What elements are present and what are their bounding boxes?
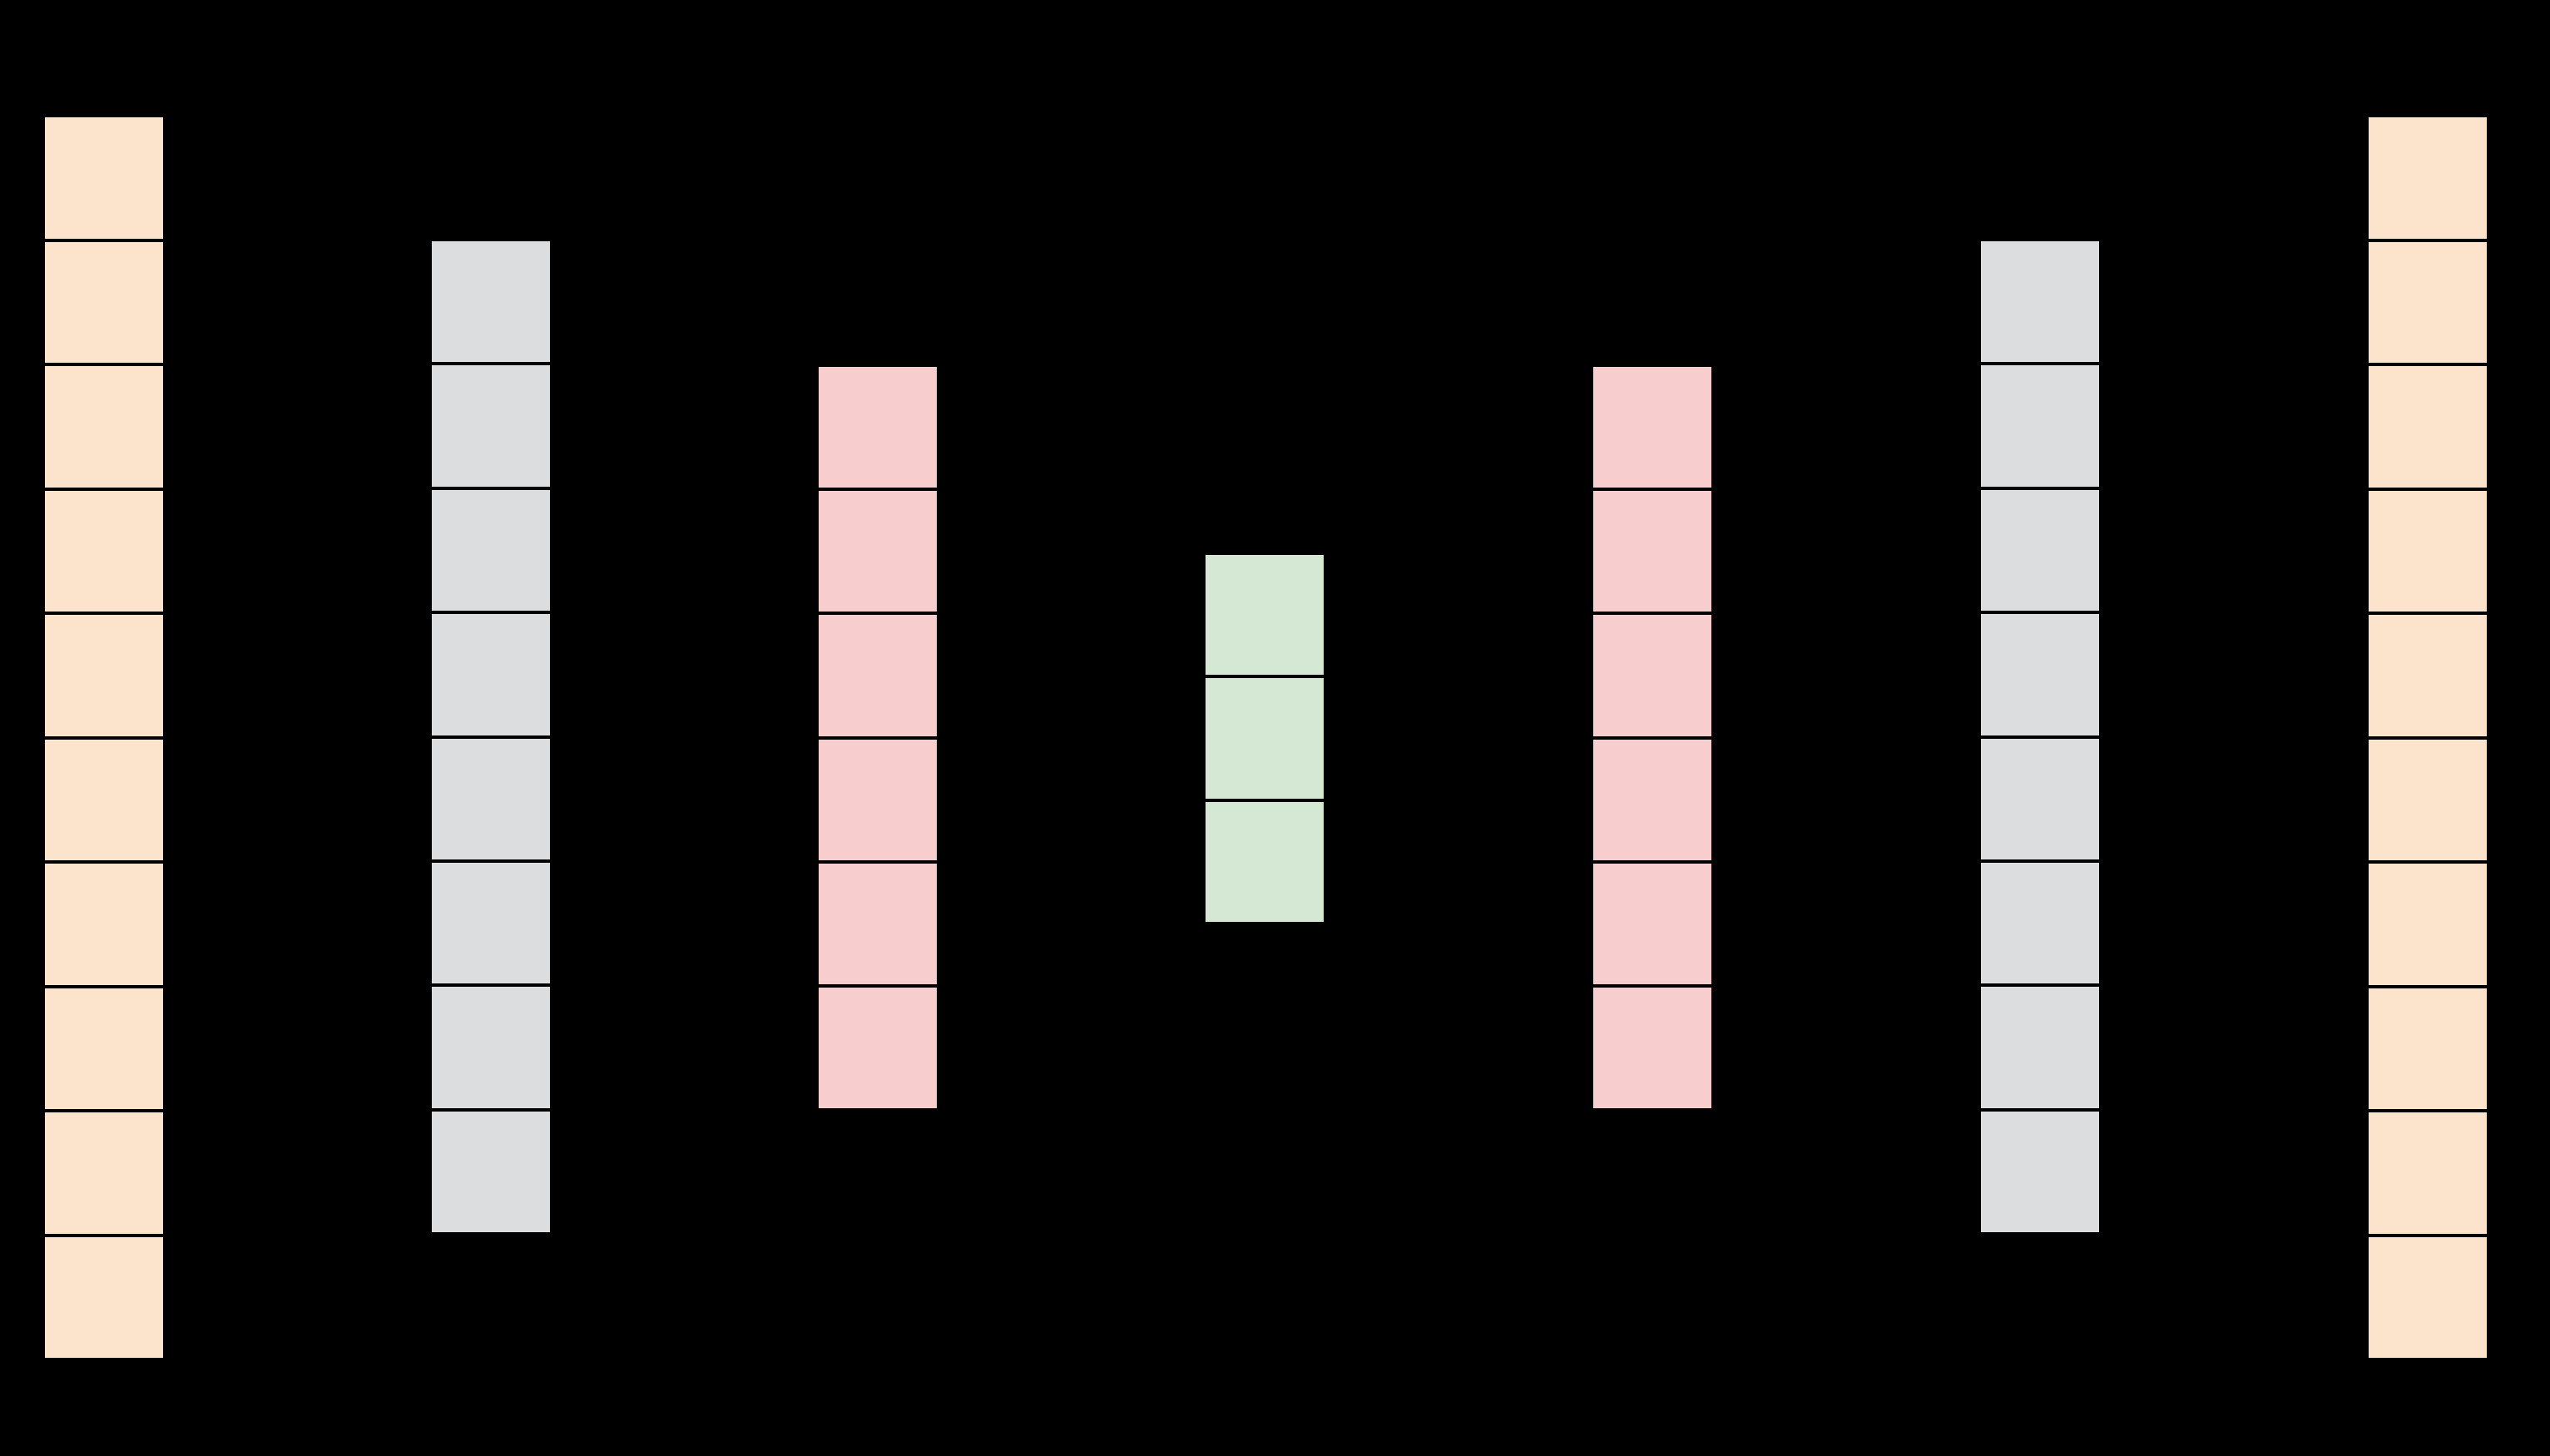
bar-segment[interactable] bbox=[43, 240, 165, 364]
bar-segment[interactable] bbox=[430, 612, 552, 737]
bar-segment[interactable] bbox=[1204, 800, 1325, 924]
bar-segment[interactable] bbox=[430, 985, 552, 1110]
bar-segment[interactable] bbox=[2367, 862, 2488, 987]
bar-segment[interactable] bbox=[430, 488, 552, 613]
bar-segment[interactable] bbox=[430, 240, 552, 364]
bar-segment[interactable] bbox=[1979, 364, 2101, 488]
bar-segment[interactable] bbox=[430, 736, 552, 861]
bar-segment[interactable] bbox=[1592, 861, 1713, 986]
bar-segment[interactable] bbox=[1204, 676, 1325, 800]
bar-segment[interactable] bbox=[43, 613, 165, 738]
bar-segment[interactable] bbox=[1979, 1109, 2101, 1234]
bar-segment[interactable] bbox=[43, 488, 165, 613]
bar-segment[interactable] bbox=[2367, 1235, 2488, 1359]
bar-segment[interactable] bbox=[2367, 488, 2488, 613]
bar-segment[interactable] bbox=[1979, 488, 2101, 613]
bar-segment[interactable] bbox=[43, 862, 165, 987]
bar-segment[interactable] bbox=[1592, 365, 1713, 490]
bar-segment[interactable] bbox=[817, 861, 938, 986]
bar-segment[interactable] bbox=[2367, 364, 2488, 489]
bar-segment[interactable] bbox=[1979, 860, 2101, 986]
bar-segment[interactable] bbox=[1592, 985, 1713, 1111]
bar-segment[interactable] bbox=[1979, 240, 2101, 364]
bar-segment[interactable] bbox=[43, 986, 165, 1111]
bar-segment[interactable] bbox=[2367, 1111, 2488, 1236]
bar-segment[interactable] bbox=[43, 364, 165, 489]
bar-segment[interactable] bbox=[2367, 613, 2488, 738]
bar-segment[interactable] bbox=[1592, 737, 1713, 862]
bar-column[interactable] bbox=[1592, 365, 1713, 1111]
bar-segment[interactable] bbox=[817, 489, 938, 614]
bar-segment[interactable] bbox=[43, 737, 165, 862]
bar-column[interactable] bbox=[43, 116, 165, 1359]
bar-segment[interactable] bbox=[430, 860, 552, 986]
bar-segment[interactable] bbox=[43, 116, 165, 240]
bar-column[interactable] bbox=[817, 365, 938, 1111]
bar-segment[interactable] bbox=[430, 364, 552, 488]
bar-segment[interactable] bbox=[817, 737, 938, 862]
bar-column[interactable] bbox=[1979, 240, 2101, 1234]
bar-column[interactable] bbox=[2367, 116, 2488, 1359]
bar-segment[interactable] bbox=[1979, 736, 2101, 861]
bar-segment[interactable] bbox=[1592, 613, 1713, 738]
bar-segment[interactable] bbox=[2367, 240, 2488, 364]
bar-segment[interactable] bbox=[817, 365, 938, 490]
bar-column[interactable] bbox=[430, 240, 552, 1234]
bar-segment[interactable] bbox=[43, 1111, 165, 1236]
bar-segment[interactable] bbox=[2367, 737, 2488, 862]
bar-segment[interactable] bbox=[1979, 612, 2101, 737]
bar-segment[interactable] bbox=[2367, 986, 2488, 1111]
bar-segment[interactable] bbox=[817, 613, 938, 738]
bar-segment[interactable] bbox=[1979, 985, 2101, 1110]
bar-segment[interactable] bbox=[430, 1109, 552, 1234]
bar-segment[interactable] bbox=[817, 985, 938, 1111]
bar-segment[interactable] bbox=[1204, 553, 1325, 677]
bar-segment[interactable] bbox=[1592, 489, 1713, 614]
bar-segment[interactable] bbox=[2367, 116, 2488, 240]
bar-column[interactable] bbox=[1204, 553, 1325, 924]
bar-segment[interactable] bbox=[43, 1235, 165, 1359]
